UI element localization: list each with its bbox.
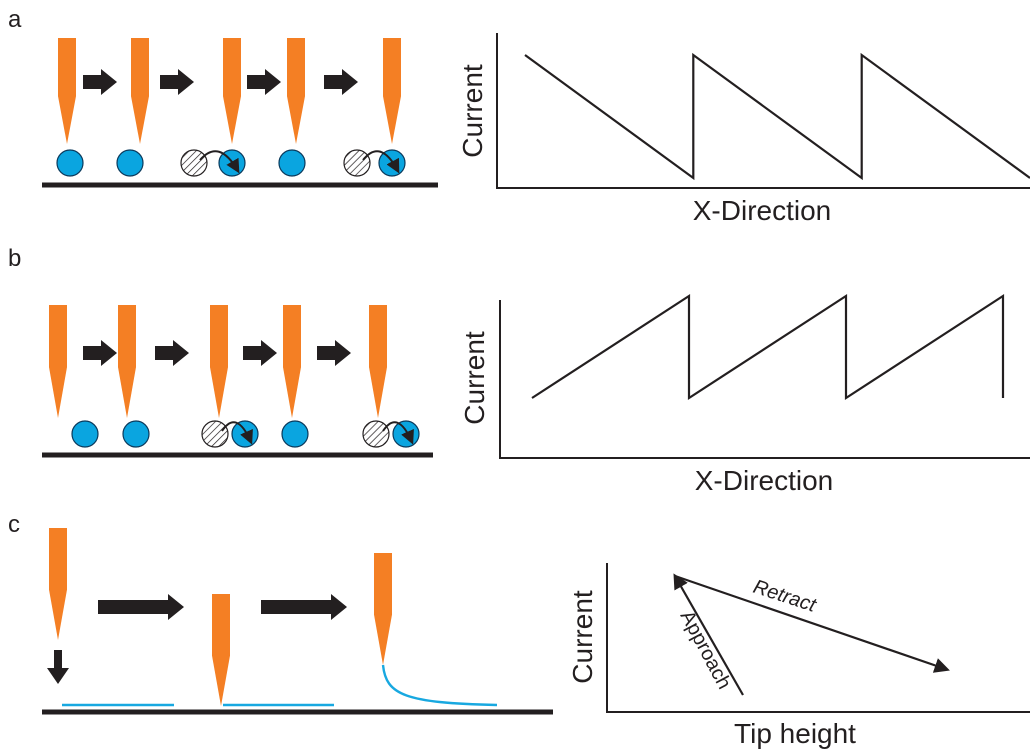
chart-c-approach-label: Approach: [676, 607, 736, 693]
tip-b-2: [118, 305, 136, 418]
chart-c-xlabel: Tip height: [734, 718, 856, 749]
tip-a-3: [223, 38, 241, 144]
chart-b-series-line: [531, 293, 1005, 401]
move-arrow-a-3: [247, 69, 281, 95]
vacancy-b-2: [362, 420, 390, 448]
tip-b-3: [210, 305, 228, 418]
chart-b-axes: [499, 300, 1030, 459]
chart-b-xlabel: X-Direction: [695, 465, 833, 496]
film-c-3-meniscus: [381, 664, 498, 707]
hop-arrow-b-1: [221, 421, 253, 445]
tip-a-5: [383, 38, 401, 144]
vacancy-b-1: [201, 420, 229, 448]
atom-b-4: [281, 420, 309, 448]
atom-b-2: [122, 420, 150, 448]
tip-c-3: [374, 553, 392, 665]
hop-arrow-b-2: [382, 421, 414, 445]
panel-label-b: b: [8, 245, 21, 272]
chart-a-axes: [496, 33, 1030, 189]
move-arrow-b-3: [243, 340, 277, 366]
move-arrow-b-2: [155, 340, 189, 366]
schematic-b: [42, 305, 433, 458]
atom-a-2: [116, 149, 144, 177]
chart-b-ylabel: Current: [459, 331, 490, 425]
tip-b-5: [369, 305, 387, 418]
atom-b-5: [392, 420, 420, 448]
chart-a-series-line: [524, 52, 1030, 181]
move-arrow-c-2: [261, 594, 347, 620]
vacancy-a-2: [343, 149, 371, 177]
tip-a-2: [131, 38, 149, 144]
chart-a-xlabel: X-Direction: [693, 195, 831, 226]
hop-arrow-a-1: [199, 150, 240, 174]
chart-c: Retract Approach Current Tip height: [567, 563, 1030, 749]
chart-c-axes: [606, 563, 1030, 713]
atom-a-4: [278, 149, 306, 177]
tip-b-4: [283, 305, 301, 418]
down-arrow-c: [47, 650, 69, 684]
panel-label-a: a: [8, 6, 22, 33]
chart-c-retract-label: Retract: [750, 576, 819, 617]
tip-a-1: [58, 38, 76, 144]
panel-label-c: c: [8, 511, 20, 538]
move-arrow-a-2: [160, 69, 194, 95]
move-arrow-c-1: [98, 594, 184, 620]
chart-a-ylabel: Current: [457, 64, 488, 158]
schematic-a: [42, 38, 438, 188]
atom-a-1: [56, 149, 84, 177]
tip-b-1: [49, 305, 67, 418]
tip-c-2: [212, 594, 230, 706]
chart-a: Current X-Direction: [457, 33, 1030, 226]
chart-c-approach-arrow: [673, 573, 744, 696]
move-arrow-b-4: [317, 340, 351, 366]
chart-c-retract-arrow: [674, 574, 950, 673]
atom-b-3: [231, 420, 259, 448]
chart-b: Current X-Direction: [459, 293, 1030, 496]
vacancy-a-1: [180, 149, 208, 177]
schematic-c: [42, 528, 553, 715]
chart-c-ylabel: Current: [567, 590, 598, 684]
atom-b-1: [71, 420, 99, 448]
move-arrow-b-1: [83, 340, 117, 366]
move-arrow-a-1: [83, 69, 117, 95]
move-arrow-a-4: [324, 69, 358, 95]
tip-c-1: [49, 528, 67, 640]
tip-a-4: [287, 38, 305, 144]
hop-arrow-a-2: [362, 150, 400, 174]
